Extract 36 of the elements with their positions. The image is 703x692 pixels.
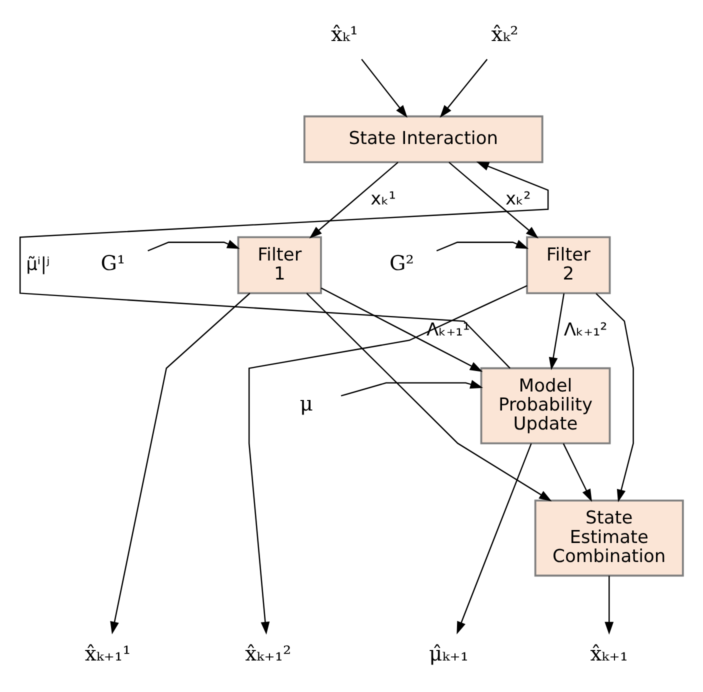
edge-label: Λₖ₊₁² [564,319,608,340]
arrow [436,240,529,252]
node-text: x̂ₖ₊₁¹ [84,642,131,666]
node-text: x̂ₖ₊₁ [590,642,628,666]
edge-label: μ̃ⁱ|ʲ [26,254,50,275]
arrow [456,443,532,634]
arrow [19,162,549,369]
edge-label: xₖ² [506,188,531,210]
node-text: x̂ₖ² [491,22,518,46]
arrow [548,293,565,370]
arrow [309,162,398,238]
node-text: G² [390,251,414,276]
arrow [320,287,483,372]
arrow [361,58,408,118]
edge-label: Λₖ₊₁¹ [426,319,470,340]
arrow [110,292,250,634]
arrow [340,380,484,396]
node-box: State Interaction [303,115,544,164]
arrow [596,293,634,502]
node-box: Filter 2 [526,236,611,294]
node-text: x̂ₖ¹ [330,22,358,46]
node-text: μ [300,392,313,416]
node-box: Model Probability Update [480,367,611,444]
node-text: μ̂ₖ₊₁ [429,642,469,666]
edge-label: xₖ¹ [370,188,396,210]
arrow [306,292,552,502]
arrow [604,576,614,635]
node-box: Filter 1 [237,236,322,294]
arrow [148,240,240,252]
arrow [448,162,538,238]
arrow [440,58,488,118]
arrow [248,285,528,635]
node-text: G¹ [100,251,126,276]
node-text: x̂ₖ₊₁² [245,642,292,666]
arrow [562,443,592,502]
node-box: State Estimate Combination [534,500,684,577]
